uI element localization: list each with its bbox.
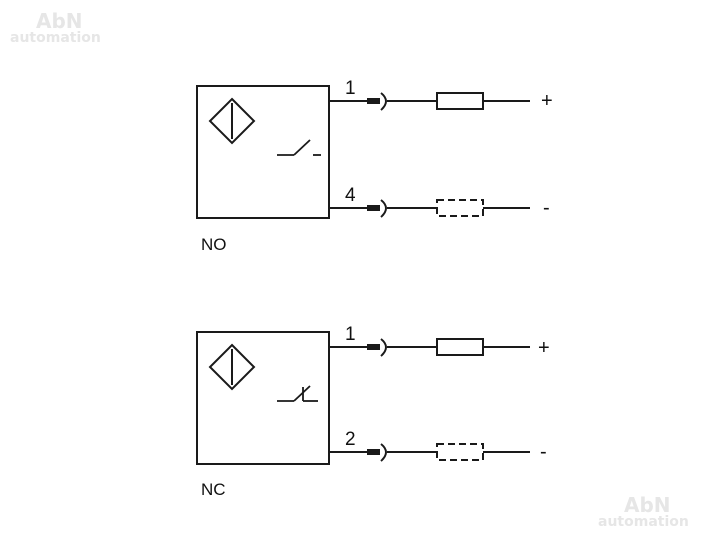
watermark-subtitle: automation bbox=[598, 514, 689, 530]
circuit-label: NC bbox=[201, 480, 226, 499]
pin-label-top: 1 bbox=[345, 78, 356, 99]
pin-label-bottom: 4 bbox=[345, 185, 356, 206]
watermark-bottom-right: AbN automation bbox=[598, 493, 689, 530]
wire-bottom bbox=[329, 443, 530, 462]
sensor-box bbox=[196, 85, 330, 219]
no-contact-symbol bbox=[277, 139, 321, 156]
nc-contact-symbol bbox=[277, 385, 318, 402]
watermark-subtitle: automation bbox=[10, 30, 101, 46]
polarity-minus: - bbox=[543, 197, 550, 219]
wire-top bbox=[329, 92, 530, 111]
polarity-plus: + bbox=[541, 90, 553, 112]
wire-bottom bbox=[329, 199, 530, 218]
connector-socket bbox=[380, 338, 387, 357]
polarity-minus: - bbox=[540, 441, 547, 463]
load-resistor bbox=[436, 338, 484, 356]
circuit-no bbox=[196, 85, 530, 219]
watermark-brand: AbN bbox=[36, 9, 83, 33]
optional-load-dashed bbox=[436, 443, 484, 461]
watermark-top-left: AbN automation bbox=[10, 9, 101, 46]
connector-socket bbox=[380, 199, 387, 218]
pin-label-bottom: 2 bbox=[345, 429, 356, 450]
circuit-nc bbox=[196, 331, 530, 465]
wire-top bbox=[329, 338, 530, 357]
proximity-sensor-icon bbox=[208, 343, 256, 391]
connector-pin bbox=[367, 449, 380, 455]
polarity-plus: + bbox=[538, 337, 550, 359]
optional-load-dashed bbox=[436, 199, 484, 217]
connector-pin bbox=[367, 344, 380, 350]
circuit-label: NO bbox=[201, 235, 227, 254]
watermark-brand: AbN bbox=[624, 493, 671, 517]
connector-pin bbox=[367, 98, 380, 104]
load-resistor bbox=[436, 92, 484, 110]
pin-label-top: 1 bbox=[345, 324, 356, 345]
sensor-box bbox=[196, 331, 330, 465]
connector-socket bbox=[380, 92, 387, 111]
connector-socket bbox=[380, 443, 387, 462]
connector-pin bbox=[367, 205, 380, 211]
proximity-sensor-icon bbox=[208, 97, 256, 145]
